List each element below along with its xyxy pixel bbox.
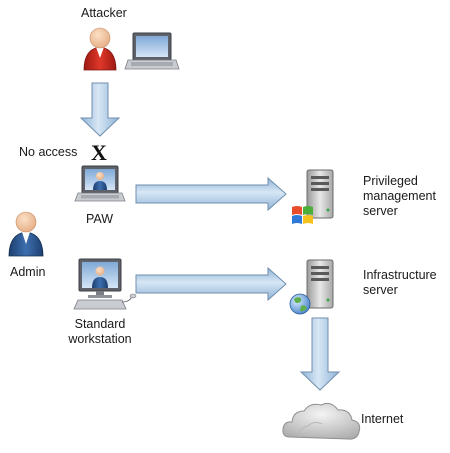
infrastructure-server-label: Infrastructure server (363, 268, 437, 298)
admin-label: Admin (10, 265, 46, 279)
privileged-server-label-line1: Privileged (363, 174, 418, 188)
infrastructure-server-icon (306, 259, 334, 309)
globe-icon (289, 293, 311, 315)
attacker-attack-arrow (79, 82, 121, 137)
paw-laptop-icon (74, 165, 126, 202)
internet-label: Internet (361, 412, 404, 426)
no-access-label: No access (19, 145, 78, 159)
privileged-server-label-line2: management (363, 189, 436, 203)
workstation-to-infrastructure-server-arrow (135, 266, 287, 302)
internet-cloud-icon (282, 402, 361, 440)
admin-person-icon (8, 211, 44, 257)
windows-logo-icon (292, 206, 313, 224)
svg-text:X: X (91, 140, 107, 165)
privileged-server-label-line3: server (363, 204, 398, 218)
standard-workstation-label-line1: Standard (74, 317, 126, 331)
attacker-laptop-icon (124, 32, 180, 70)
paw-to-privileged-server-arrow (135, 176, 287, 212)
infrastructure-server-label-line2: server (363, 283, 398, 297)
attacker-label: Attacker (81, 6, 127, 20)
standard-workstation-icon (73, 258, 137, 310)
standard-workstation-label: Standard workstation (60, 317, 140, 347)
no-access-x-icon: X (91, 140, 107, 165)
privileged-server-label: Privileged management server (363, 174, 436, 219)
attacker-person-icon (83, 27, 117, 71)
standard-workstation-label-line2: workstation (68, 332, 132, 346)
infrastructure-to-internet-arrow (299, 317, 341, 391)
infrastructure-server-label-line1: Infrastructure (363, 268, 437, 282)
privileged-server-icon (306, 169, 334, 219)
paw-label: PAW (86, 212, 114, 226)
